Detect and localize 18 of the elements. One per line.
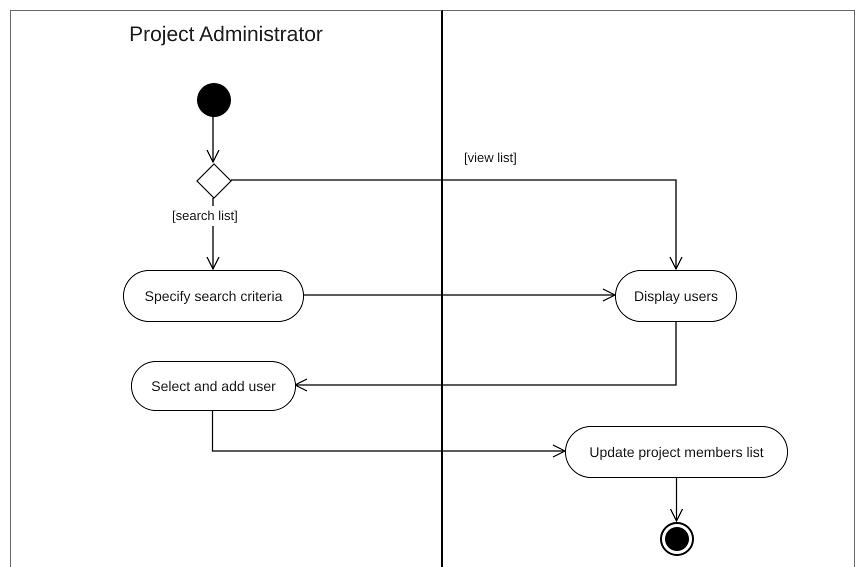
arrow (206, 116, 220, 163)
arrow (303, 288, 616, 302)
lane-heading: Project Administrator (128, 22, 324, 48)
swimlane (10, 10, 443, 567)
swimlane (443, 10, 855, 567)
activity-box (123, 270, 304, 322)
activity-box (131, 361, 296, 411)
activity-label: Update project members list (589, 442, 764, 462)
arrow (670, 477, 684, 522)
arrow (212, 410, 566, 458)
arrow (231, 179, 683, 270)
activity-label: Specify search criteria (144, 286, 282, 306)
activity-label: Display users (634, 286, 718, 306)
arrow (294, 321, 677, 392)
activity-label: Select and add user (151, 376, 276, 396)
activity-box (615, 270, 737, 322)
activity-box (565, 426, 788, 478)
edge-label: [search list] (170, 206, 240, 226)
